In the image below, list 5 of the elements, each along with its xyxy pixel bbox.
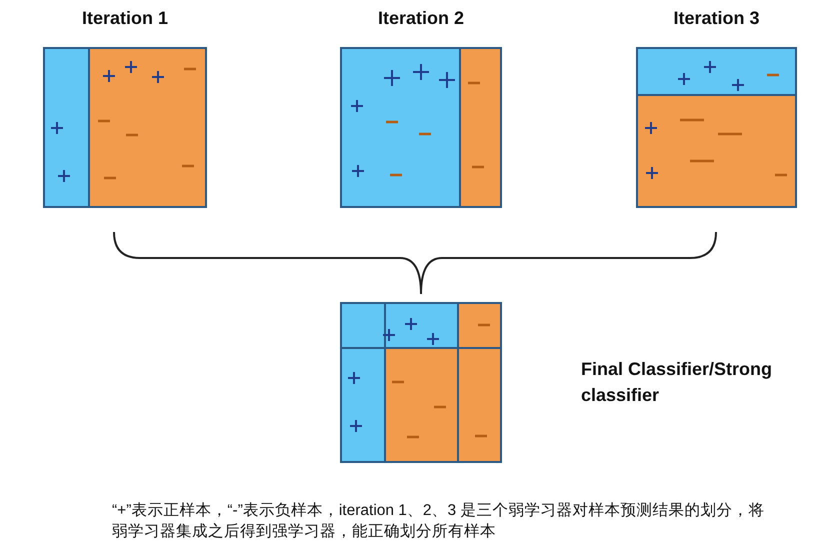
classifier-label: Final Classifier/Strong classifier xyxy=(581,358,774,407)
caption: “+”表示正样本，“-”表示负样本，iteration 1、2、3 是三个弱学习器对样本预测结果的划分，将弱学习器集成之后得到强学习器，能正确划分所有样本 xyxy=(112,501,766,542)
panel-heading: Iteration 3 xyxy=(672,8,761,29)
panel-heading: Iteration 1 xyxy=(80,8,170,29)
panel-heading: Iteration 2 xyxy=(376,8,466,29)
